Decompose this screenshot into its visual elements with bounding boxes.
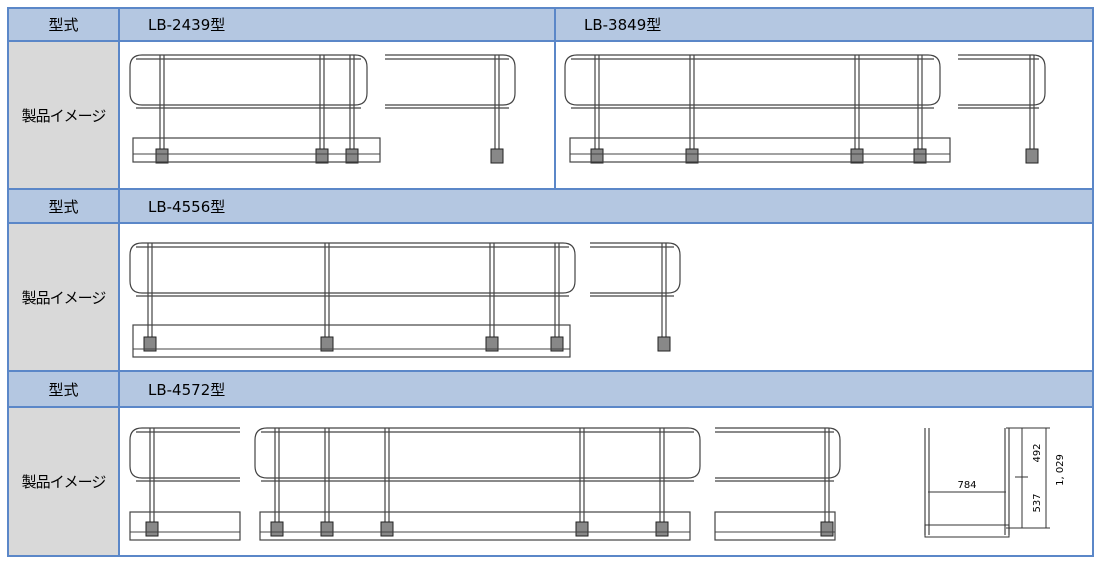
railing-lb3849-end: [958, 54, 1046, 106]
plank-lb4572: [259, 511, 691, 541]
clamp-icon: [590, 148, 604, 164]
clamp-icon: [155, 148, 169, 164]
railing-lb4556: [129, 242, 143, 294]
railing-lb4572-left: [129, 427, 143, 479]
model-name-lb3849: LB-3849型: [554, 7, 1094, 42]
header-label-1: 型式: [7, 7, 120, 42]
clamp-icon: [145, 521, 159, 537]
railing-lb2439: [142, 54, 368, 106]
clamp-icon: [345, 148, 359, 164]
width-dim: 784: [957, 480, 976, 491]
side-view-base: [924, 524, 1010, 538]
model-name-lb4556: LB-4556型: [118, 188, 1094, 224]
clamp-icon: [575, 521, 589, 537]
clamp-icon: [850, 148, 864, 164]
plank-lb4556: [132, 324, 571, 358]
image-label-3: 製品イメージ: [7, 406, 120, 557]
plank-lb4572-end: [714, 511, 836, 541]
clamp-icon: [655, 521, 669, 537]
clamp-icon: [320, 521, 334, 537]
railing-lb3849: [564, 54, 578, 106]
clamp-icon: [490, 148, 504, 164]
clamp-icon: [315, 148, 329, 164]
clamp-icon: [380, 521, 394, 537]
railing-lb4572-end: [715, 427, 841, 479]
railing-lb4556-end: [590, 242, 681, 294]
clamp-icon: [657, 336, 671, 352]
header-label-3: 型式: [7, 370, 120, 408]
clamp-icon: [685, 148, 699, 164]
railing-lb4572: [254, 427, 268, 479]
product-image-lb2439: [118, 40, 556, 190]
clamp-icon: [270, 521, 284, 537]
plank-lb3849: [569, 137, 951, 163]
product-image-lb3849: [554, 40, 1094, 190]
plank-lb2439: [132, 137, 381, 163]
lower-dim: 537: [1032, 493, 1043, 512]
clamp-icon: [913, 148, 927, 164]
clamp-icon: [1025, 148, 1039, 164]
plank-lb4572-left: [129, 511, 241, 541]
total-dim: 1, 029: [1055, 454, 1066, 486]
upper-dim: 492: [1032, 443, 1043, 462]
railing-lb4556: [142, 242, 576, 294]
railing-lb2439-end: [385, 54, 516, 106]
clamp-icon: [143, 336, 157, 352]
railing-lb4572: [267, 427, 701, 479]
clamp-icon: [485, 336, 499, 352]
railing-lb2439: [129, 54, 143, 106]
clamp-icon: [550, 336, 564, 352]
clamp-icon: [820, 521, 834, 537]
clamp-icon: [320, 336, 334, 352]
image-label-2: 製品イメージ: [7, 222, 120, 372]
railing-lb3849: [577, 54, 941, 106]
